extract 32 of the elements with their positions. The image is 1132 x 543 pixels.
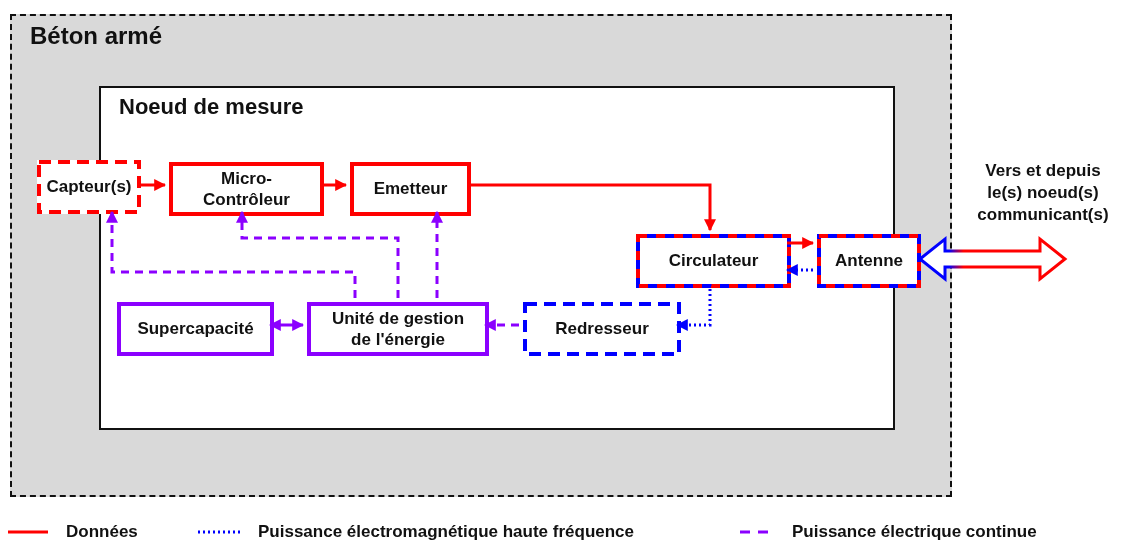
- arrow: [483, 319, 519, 331]
- arrow: [106, 210, 357, 298]
- group-heading: Béton armé: [30, 22, 163, 50]
- component-box: [117, 302, 274, 356]
- concrete-zone: [10, 14, 952, 497]
- arrow: [431, 210, 443, 298]
- node-label: Micro-Contrôleur: [202, 167, 291, 211]
- arrow: [236, 210, 400, 298]
- legend-label: Données: [66, 522, 138, 542]
- arrow: [675, 284, 712, 331]
- node-label: Emetteur: [372, 178, 449, 200]
- arrow: [785, 264, 813, 276]
- node-label: Capteur(s): [45, 176, 133, 198]
- node-label: Antenne: [834, 250, 904, 272]
- arrow: [787, 237, 815, 249]
- node-label: Unité de gestion de l'énergie: [330, 307, 466, 351]
- legend-label: Puissance électromagnétique haute fréquence: [258, 522, 634, 542]
- group-heading: Noeud de mesure: [119, 94, 304, 120]
- node-label: Redresseur: [554, 318, 650, 340]
- node-label: Supercapacité: [136, 318, 255, 340]
- arrow: [139, 179, 167, 191]
- component-box: [350, 162, 471, 216]
- arrow: [268, 319, 305, 331]
- component-box: [169, 162, 324, 216]
- component-box: [37, 160, 141, 214]
- component-box: [523, 302, 681, 356]
- annotation-text: Vers et depuis le(s) noeud(s) communicant(s): [976, 160, 1110, 227]
- node-label: Circulateur: [667, 250, 760, 272]
- component-box: [817, 234, 921, 288]
- component-box: [307, 302, 489, 356]
- legend-label: Puissance électrique continue: [792, 522, 1037, 542]
- component-box: [636, 234, 791, 288]
